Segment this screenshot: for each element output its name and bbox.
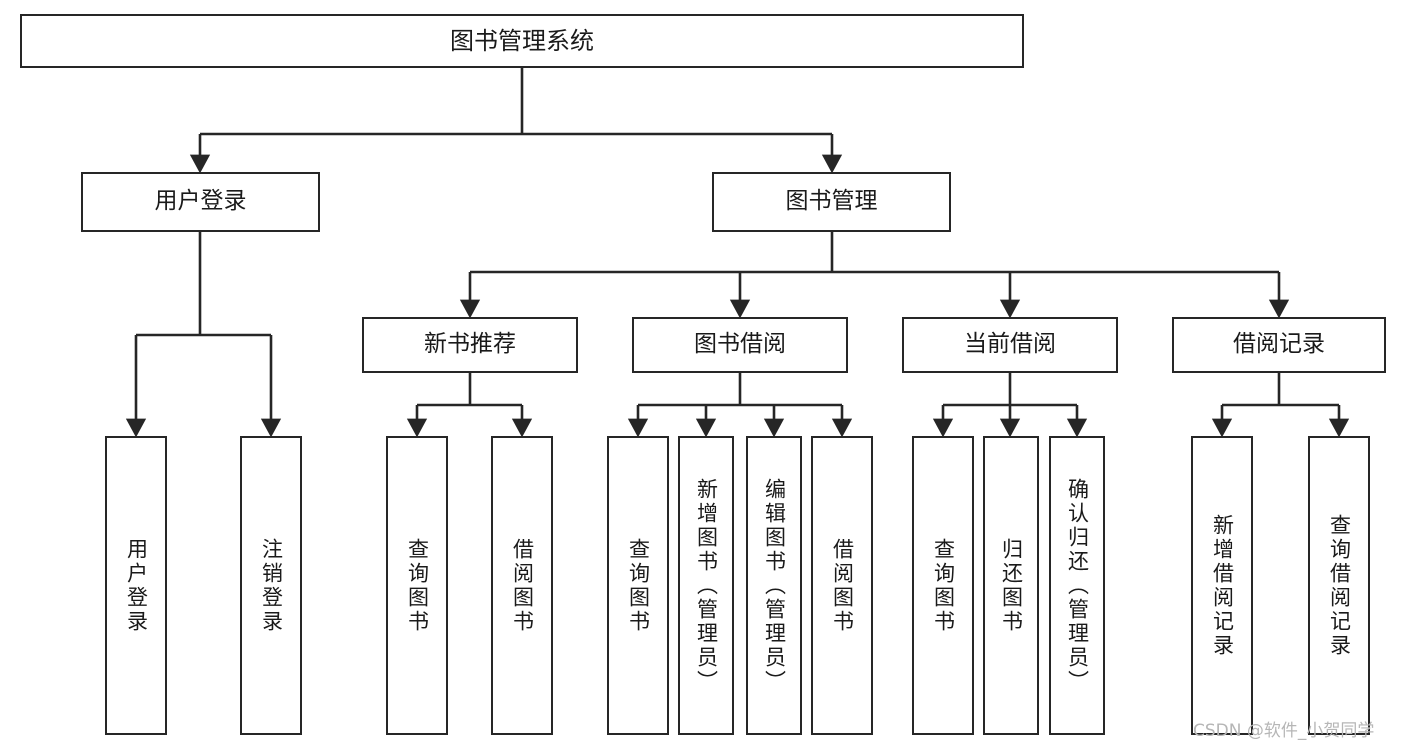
node-label: 用户登录	[154, 188, 247, 215]
node-label: 确认归还（管理员）	[1065, 477, 1090, 694]
node-label: 图书借阅	[694, 331, 786, 358]
node-leaf-query-book-current[interactable]: 查询图书	[912, 436, 974, 735]
csdn-watermark: CSDN @软件_小贺同学	[1193, 721, 1375, 741]
node-label: 查询图书	[626, 537, 651, 634]
node-label: 新增借阅记录	[1210, 513, 1235, 658]
node-label: 新书推荐	[424, 331, 516, 358]
node-leaf-edit-book-admin[interactable]: 编辑图书（管理员）	[746, 436, 802, 735]
node-label: 编辑图书（管理员）	[762, 477, 787, 694]
node-label: 查询图书	[405, 537, 430, 634]
node-leaf-borrow-book-recommend[interactable]: 借阅图书	[491, 436, 553, 735]
node-label: 图书管理系统	[450, 26, 594, 55]
node-label: 用户登录	[124, 537, 149, 634]
node-leaf-logout[interactable]: 注销登录	[240, 436, 302, 735]
node-leaf-query-book-recommend[interactable]: 查询图书	[386, 436, 448, 735]
node-label: 借阅记录	[1233, 331, 1325, 358]
node-label: 借阅图书	[510, 537, 535, 634]
node-label: 当前借阅	[964, 331, 1056, 358]
node-new-book-recommend[interactable]: 新书推荐	[362, 317, 578, 373]
node-label: 注销登录	[259, 537, 284, 634]
node-label: 新增图书（管理员）	[694, 477, 719, 694]
node-leaf-user-login[interactable]: 用户登录	[105, 436, 167, 735]
node-label: 查询借阅记录	[1327, 513, 1352, 658]
node-borrow-record[interactable]: 借阅记录	[1172, 317, 1386, 373]
node-current-borrow[interactable]: 当前借阅	[902, 317, 1118, 373]
node-label: 借阅图书	[830, 537, 855, 634]
node-leaf-add-borrow-record[interactable]: 新增借阅记录	[1191, 436, 1253, 735]
node-book-management[interactable]: 图书管理	[712, 172, 951, 232]
node-label: 图书管理	[785, 188, 878, 215]
node-leaf-borrow-book[interactable]: 借阅图书	[811, 436, 873, 735]
node-leaf-query-borrow-record[interactable]: 查询借阅记录	[1308, 436, 1370, 735]
node-root-book-management-system[interactable]: 图书管理系统	[20, 14, 1024, 68]
node-user-login[interactable]: 用户登录	[81, 172, 320, 232]
node-leaf-add-book-admin[interactable]: 新增图书（管理员）	[678, 436, 734, 735]
node-leaf-query-book-borrow[interactable]: 查询图书	[607, 436, 669, 735]
node-book-borrow[interactable]: 图书借阅	[632, 317, 848, 373]
node-label: 查询图书	[931, 537, 956, 634]
node-leaf-confirm-return-admin[interactable]: 确认归还（管理员）	[1049, 436, 1105, 735]
node-label: 归还图书	[999, 537, 1024, 634]
node-leaf-return-book[interactable]: 归还图书	[983, 436, 1039, 735]
